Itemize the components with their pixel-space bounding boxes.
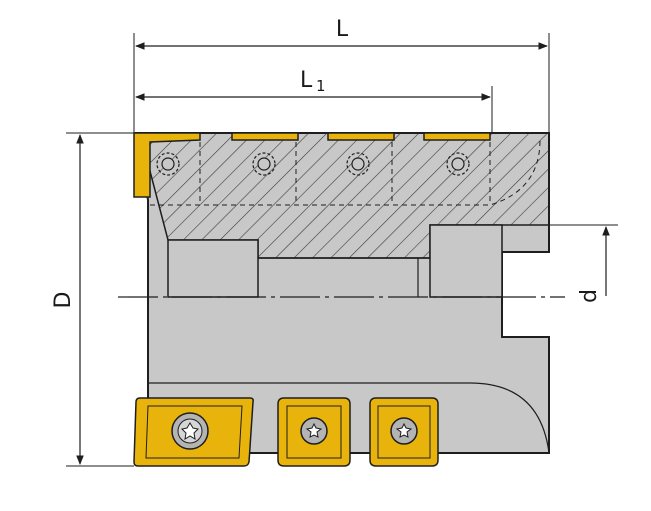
torx-screw-icon bbox=[171, 412, 209, 450]
screw-hole-4 bbox=[446, 152, 470, 176]
top-insert-4 bbox=[423, 132, 491, 141]
bore-step-right bbox=[429, 224, 503, 298]
top-insert-3 bbox=[327, 132, 395, 141]
torx-screw-icon bbox=[300, 417, 328, 445]
label-D: D bbox=[51, 292, 76, 309]
bore-step-left bbox=[167, 239, 259, 298]
label-d: d bbox=[577, 289, 602, 303]
bottom-insert-2-inner bbox=[286, 405, 342, 459]
bottom-insert-3-inner bbox=[377, 405, 431, 459]
screw-hole-1 bbox=[156, 152, 180, 176]
hidden-lines bbox=[150, 133, 541, 206]
screw-hole-2 bbox=[252, 152, 276, 176]
label-L1-subscript: 1 bbox=[316, 77, 326, 95]
label-L: L bbox=[336, 17, 349, 42]
bottom-insert-1-inner bbox=[145, 405, 243, 459]
label-L1: L bbox=[300, 68, 313, 93]
top-insert-2 bbox=[231, 132, 299, 141]
top-insert-corner bbox=[133, 132, 201, 198]
torx-screw-icon bbox=[390, 417, 418, 445]
screw-hole-3 bbox=[346, 152, 370, 176]
relief-curve bbox=[469, 382, 550, 454]
